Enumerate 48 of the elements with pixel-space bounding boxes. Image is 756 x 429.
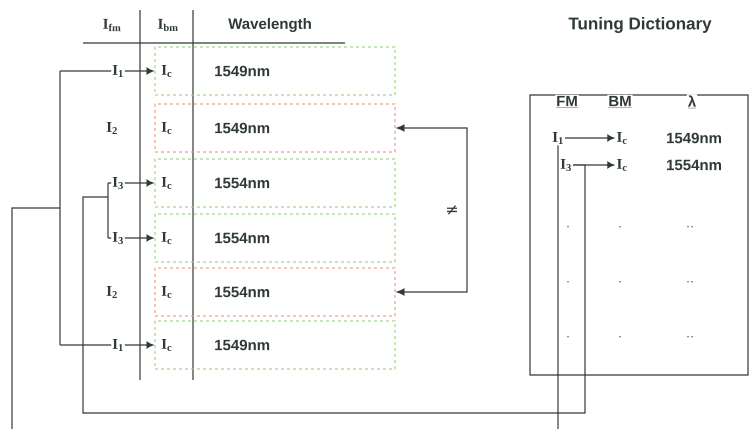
column-header: I$_{bm}$ xyxy=(156,18,180,32)
dot-label: · xyxy=(617,225,623,231)
current-label: I$_{3}$ xyxy=(111,230,125,246)
connector-arrow xyxy=(573,162,614,168)
current-label: I$_{1}$ xyxy=(111,338,125,352)
current-label: I$_{c}$ xyxy=(616,158,628,172)
connector-line xyxy=(82,164,586,414)
current-label: I$_{c}$ xyxy=(160,176,174,190)
column-header: I$_{fm}$ xyxy=(102,18,122,32)
current-label: I$_{3}$ xyxy=(111,176,125,190)
dot-label: · xyxy=(565,335,571,341)
current-label: I$_{c}$ xyxy=(160,64,174,78)
wavelength-label: 1554nm xyxy=(213,232,272,244)
dictionary-title: Tuning Dictionary xyxy=(568,17,712,33)
current-label: I$_{c}$ xyxy=(160,338,174,352)
connector-arrow xyxy=(60,342,154,348)
column-header: λ xyxy=(686,94,698,110)
column-header: FM xyxy=(555,94,579,110)
current-label: I$_{1}$ xyxy=(551,131,565,145)
wavelength-label: 1549nm xyxy=(213,338,272,352)
connector-arrow xyxy=(565,134,614,142)
current-label: I$_{2}$ xyxy=(105,121,119,135)
edge-label: ≠ xyxy=(444,204,460,216)
wavelength-label: 1549nm xyxy=(213,64,272,78)
current-label: I$_{c}$ xyxy=(160,120,174,136)
current-label: I$_{3}$ xyxy=(559,158,573,172)
wavelength-label: 1554nm xyxy=(665,158,723,172)
dot-label: ·· xyxy=(685,335,695,341)
wavelength-label: 1554nm xyxy=(213,286,272,298)
wavelength-label: 1549nm xyxy=(665,132,723,144)
dot-label: ·· xyxy=(685,225,695,231)
connector-arrow xyxy=(397,124,468,296)
current-label: I$_{c}$ xyxy=(160,230,174,246)
column-header: BM xyxy=(607,94,633,110)
column-header: Wavelength xyxy=(227,16,313,34)
current-label: I$_{1}$ xyxy=(111,64,125,78)
dot-label: · xyxy=(565,280,571,286)
connector-arrow xyxy=(60,68,154,74)
dot-label: · xyxy=(565,225,571,231)
current-label: I$_{2}$ xyxy=(105,285,119,299)
current-label: I$_{c}$ xyxy=(616,130,628,146)
connector-line xyxy=(11,70,61,429)
dot-label: · xyxy=(617,335,623,341)
dot-label: · xyxy=(617,280,623,286)
wavelength-label: 1554nm xyxy=(213,176,272,190)
wavelength-label: 1549nm xyxy=(213,122,272,134)
current-label: I$_{c}$ xyxy=(160,284,174,300)
dot-label: ·· xyxy=(685,280,695,286)
